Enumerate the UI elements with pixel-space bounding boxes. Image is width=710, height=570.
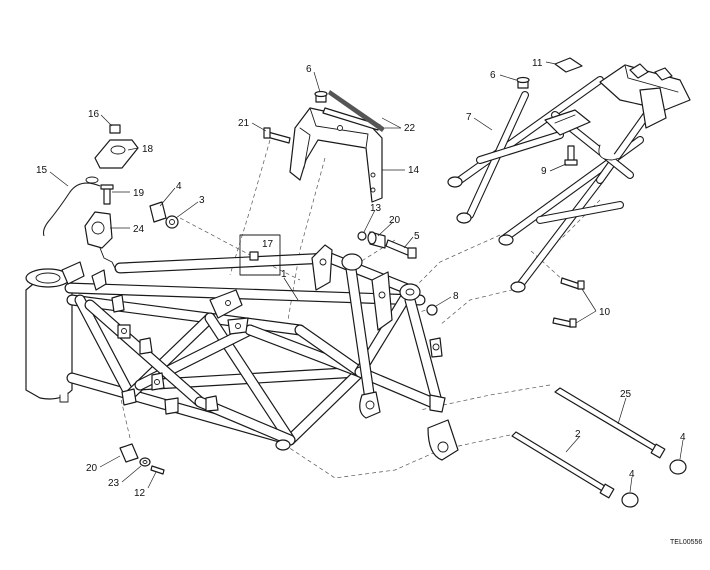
- callout-19: 19: [133, 188, 145, 199]
- callout-16: 16: [88, 109, 100, 120]
- callout-leaders: [49, 61, 684, 493]
- cap-nut: [109, 124, 121, 134]
- callout-labels: 16 18 15 19 24 4 3 21 6 22 14 13 20 5 17…: [36, 58, 686, 499]
- callout-12: 12: [134, 488, 146, 499]
- callout-15: 15: [36, 165, 48, 176]
- callout-17: 17: [262, 239, 274, 250]
- small-parts: [42, 57, 687, 508]
- callout-11: 11: [532, 58, 543, 69]
- document-code: TEL00556: [670, 539, 702, 546]
- callout-24: 24: [133, 224, 145, 235]
- main-frame: [25, 244, 459, 461]
- callout-13: 13: [370, 203, 382, 214]
- callout-20-bottom: 20: [86, 463, 98, 474]
- callout-22: 22: [404, 123, 416, 134]
- callout-14: 14: [408, 165, 420, 176]
- long-bolt-2: [511, 431, 609, 493]
- callout-10: 10: [599, 307, 611, 318]
- callout-6-right: 6: [490, 70, 496, 81]
- callout-9: 9: [541, 166, 547, 177]
- callout-4-bottom: 4: [629, 469, 635, 480]
- callout-3: 3: [199, 195, 205, 206]
- callout-6-left: 6: [306, 64, 312, 75]
- rear-subframe: [447, 63, 691, 293]
- callout-25: 25: [620, 389, 632, 400]
- callout-2: 2: [575, 429, 581, 440]
- callout-5: 5: [414, 231, 420, 242]
- callout-21: 21: [238, 118, 250, 129]
- callout-8: 8: [453, 291, 459, 302]
- callout-18: 18: [142, 144, 154, 155]
- callout-20-top: 20: [389, 215, 401, 226]
- callout-4-right: 4: [680, 432, 686, 443]
- long-bolt-25: [554, 387, 661, 453]
- callout-7: 7: [466, 112, 472, 123]
- callout-23: 23: [108, 478, 120, 489]
- instrument-bracket: [289, 90, 385, 203]
- callout-4-top: 4: [176, 181, 182, 192]
- callout-1: 1: [281, 269, 287, 280]
